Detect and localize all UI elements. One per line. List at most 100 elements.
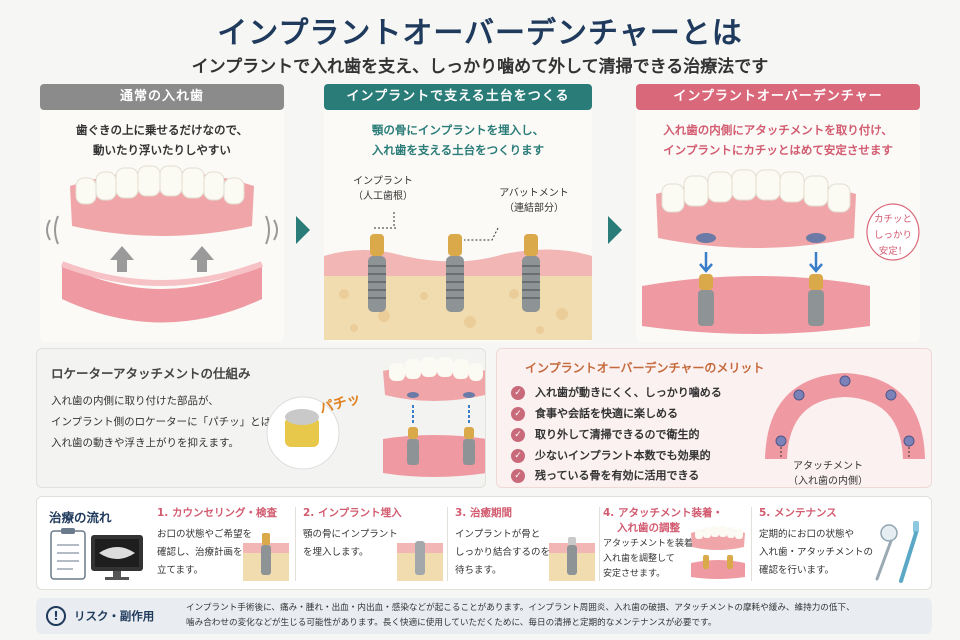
merits-panel: インプラントオーバーデンチャーのメリット ✓入れ歯が動きにくく、しっかり噛める … <box>496 348 932 488</box>
step-line: を埋入します。 <box>303 547 369 558</box>
label-text: インプラント <box>353 176 413 187</box>
implant-step-icon <box>397 541 443 581</box>
risk-line: 噛み合わせの変化などが生じる可能性があります。長く快適に使用していただくために、… <box>186 618 717 628</box>
label-text: （入れ歯の内側） <box>788 476 868 487</box>
step-divider <box>751 507 752 581</box>
risk-text: インプラント手術後に、痛み・腫れ・出血・内出血・感染などが起こることがあります。… <box>186 601 926 631</box>
step-title: 3. 治癒期間 <box>455 507 512 519</box>
desc-line: 入れ歯の内側にアタッチメントを取り付け、 <box>663 123 893 137</box>
implant-step-icon <box>243 533 289 581</box>
step-line: 立てます。 <box>157 565 204 576</box>
merit-text: 取り外して清掃できるので衛生的 <box>535 428 700 441</box>
step-line: インプラントが骨と <box>455 529 541 540</box>
label-text: （人工歯根） <box>353 191 413 202</box>
warning-icon: ! <box>46 606 66 626</box>
desc-line: 動いたり浮いたりしやすい <box>93 143 231 157</box>
column-desc: 顎の骨にインプラントを埋入し、 入れ歯を支える土台をつくります <box>324 120 592 160</box>
merit-item: ✓ 入れ歯が動きにくく、しっかり噛める <box>511 383 722 403</box>
bubble-line: 安定！ <box>878 246 908 257</box>
text-line: 入れ歯の内側に取り付けた部品が、 <box>51 395 219 407</box>
step-line: 入れ歯を調整して <box>603 554 675 564</box>
arrow-right-icon <box>608 216 622 244</box>
implant-step-icon <box>549 537 595 581</box>
page-subtitle: インプラントで入れ歯を支え、しっかり噛めて外して清掃できる治療法です <box>191 57 769 77</box>
step-line: お口の状態やご希望を <box>157 529 253 540</box>
clipboard-monitor-icon <box>50 528 143 580</box>
check-icon: ✓ <box>511 469 525 483</box>
step-line: アタッチメントを装着し、 <box>603 539 712 549</box>
toothbrush-mirror-icon <box>875 521 919 583</box>
column-title: 通常の入れ歯 <box>40 84 284 110</box>
check-icon: ✓ <box>511 407 525 421</box>
merit-item: ✓ 少ないインプラント本数でも効果的 <box>511 446 711 466</box>
check-icon: ✓ <box>511 428 525 442</box>
merit-item: ✓ 食事や会話を快適に楽しめる <box>511 404 678 424</box>
desc-line: インプラントにカチッとはめて安定させます <box>663 143 893 157</box>
desc-line: 顎の骨にインプラントを埋入し、 <box>371 123 545 137</box>
column-desc: 入れ歯の内側にアタッチメントを取り付け、 インプラントにカチッとはめて安定させま… <box>636 120 920 160</box>
step-title: 1. カウンセリング・検査 <box>157 507 277 519</box>
merit-text: 残っている骨を有効に活用できる <box>535 469 700 482</box>
step-title: 4. アタッチメント装着・ <box>603 507 723 519</box>
step-line: 確認を行います。 <box>759 565 835 576</box>
label-text: アバットメント <box>499 188 569 199</box>
bubble-text: カチッと しっかり 安定！ <box>864 212 922 260</box>
merit-item: ✓ 残っている骨を有効に活用できる <box>511 466 699 486</box>
step-line: 待ちます。 <box>455 565 502 576</box>
step-title: 2. インプラント埋入 <box>303 507 402 519</box>
locator-title: ロケーターアタッチメントの仕組み <box>51 366 251 381</box>
attachment-label: アタッチメント （入れ歯の内側） <box>773 457 883 487</box>
desc-line: 入れ歯を支える土台をつくります <box>371 143 545 157</box>
merits-title: インプラントオーバーデンチャーのメリット <box>525 361 765 375</box>
check-icon: ✓ <box>511 386 525 400</box>
risk-line: インプラント手術後に、痛み・腫れ・出血・内出血・感染などが起こることがあります。… <box>186 603 855 613</box>
label-abutment: アバットメント （連結部分） <box>484 184 584 214</box>
label-implant: インプラント （人工歯根） <box>338 172 428 202</box>
merit-text: 入れ歯が動きにくく、しっかり噛める <box>535 386 722 399</box>
flow-step-1: 1. カウンセリング・検査 お口の状態やご希望を 確認し、治療計画を 立てます。 <box>157 505 297 580</box>
step-desc: インプラントが骨と しっかり結合するのを 待ちます。 <box>455 526 595 580</box>
text-line: インプラント側のロケーターに「パチッ」とはまり、 <box>51 416 303 428</box>
step-desc: 定期的にお口の状態や 入れ歯・アタッチメントの 確認を行います。 <box>759 526 889 580</box>
desc-line: 歯ぐきの上に乗せるだけなので、 <box>75 123 249 137</box>
locator-illustration <box>266 357 485 477</box>
step-line: 入れ歯・アタッチメントの <box>759 547 874 558</box>
speech-bubble <box>866 203 920 261</box>
risk-panel: ! リスク・副作用 インプラント手術後に、痛み・腫れ・出血・内出血・感染などが起… <box>36 598 932 634</box>
implant-bone-illustration <box>324 212 592 340</box>
step-divider <box>599 507 600 581</box>
arrow-right-icon <box>296 216 310 244</box>
step-title: 5. メンテナンス <box>759 507 837 519</box>
column-normal-denture: 通常の入れ歯 歯ぐきの上に乗せるだけなので、 動いたり浮いたりしやすい <box>40 84 284 342</box>
column-title: インプラントオーバーデンチャー <box>636 84 920 110</box>
step-line: しっかり結合するのを <box>455 547 551 558</box>
bubble-line: しっかり <box>873 230 912 241</box>
flow-step-5: 5. メンテナンス 定期的にお口の状態や 入れ歯・アタッチメントの 確認を行いま… <box>759 505 889 580</box>
label-text: アタッチメント <box>793 461 863 472</box>
locator-panel: ロケーターアタッチメントの仕組み 入れ歯の内側に取り付けた部品が、 インプラント… <box>36 348 486 488</box>
step-desc: お口の状態やご希望を 確認し、治療計画を 立てます。 <box>157 526 297 580</box>
denture-step-icon <box>691 526 745 579</box>
column-title: インプラントで支える土台をつくる <box>324 84 592 110</box>
overdenture-illustration <box>642 169 870 334</box>
normal-denture-illustration <box>46 165 278 323</box>
merit-item: ✓ 取り外して清掃できるので衛生的 <box>511 425 699 445</box>
step-title: 入れ歯の調整 <box>617 522 680 534</box>
merit-text: 少ないインプラント本数でも効果的 <box>535 449 711 462</box>
step-desc: 顎の骨にインプラント を埋入します。 <box>303 526 443 562</box>
text-line: 入れ歯の動きや浮き上がりを抑えます。 <box>51 437 239 449</box>
flow-step-3: 3. 治癒期間 インプラントが骨と しっかり結合するのを 待ちます。 <box>455 505 595 580</box>
step-divider <box>447 507 448 581</box>
step-line: 安定させます。 <box>603 569 666 579</box>
step-desc: アタッチメントを装着し、 入れ歯を調整して 安定させます。 <box>603 537 753 582</box>
step-line: 顎の骨にインプラント <box>303 529 398 540</box>
flow-title: 治療の流れ <box>49 510 112 525</box>
column-overdenture: インプラントオーバーデンチャー 入れ歯の内側にアタッチメントを取り付け、 インプ… <box>636 84 920 342</box>
check-icon: ✓ <box>511 449 525 463</box>
step-divider <box>295 507 296 581</box>
flow-step-4: 4. アタッチメント装着・ 入れ歯の調整 アタッチメントを装着し、 入れ歯を調整… <box>603 505 753 582</box>
step-line: 定期的にお口の状態や <box>759 529 855 540</box>
risk-title: リスク・副作用 <box>74 609 155 623</box>
merit-text: 食事や会話を快適に楽しめる <box>535 407 678 420</box>
denture-inside-illustration <box>765 373 925 459</box>
